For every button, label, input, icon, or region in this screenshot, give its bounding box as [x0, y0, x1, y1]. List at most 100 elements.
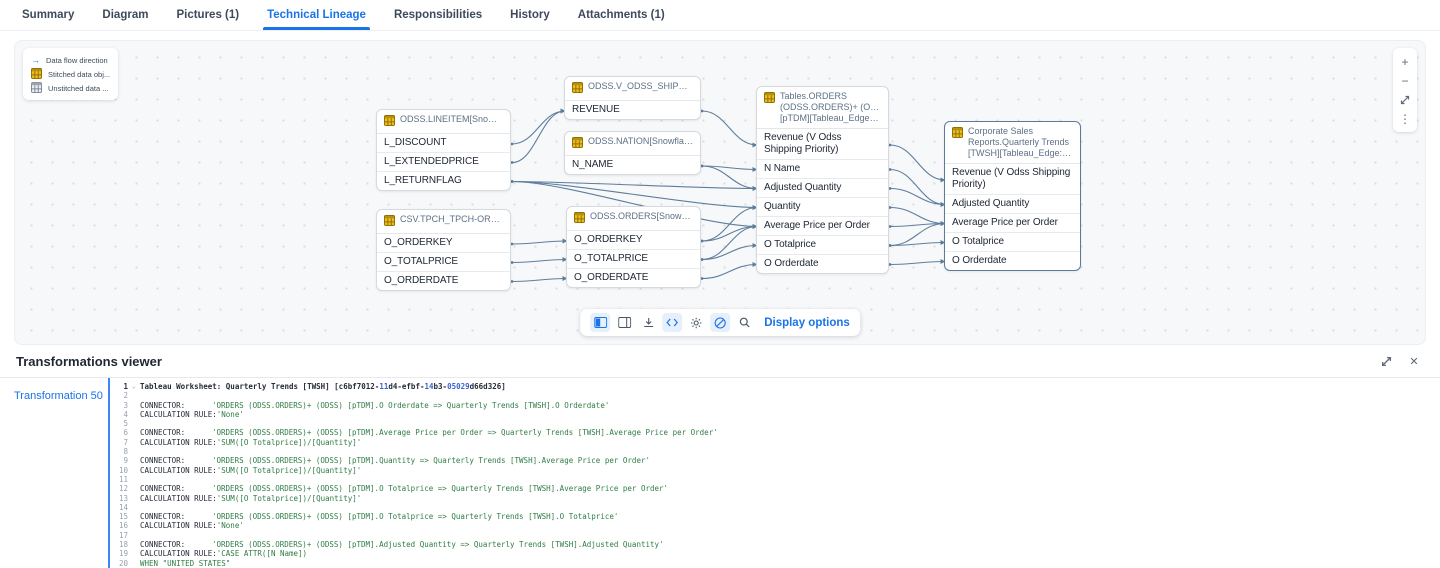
download-icon[interactable] — [638, 313, 658, 332]
panel-right-icon[interactable] — [614, 313, 634, 332]
stitched-table-icon — [574, 211, 585, 226]
node-title: CSV.TPCH_TPCH-ORDERS.C... — [400, 214, 503, 224]
display-options-button[interactable]: Display options — [764, 316, 850, 329]
stitched-table-icon — [31, 67, 42, 81]
code-line: 11 — [118, 474, 128, 484]
legend-stitched: Stitched data obj... — [31, 67, 110, 81]
stitched-table-icon — [384, 214, 395, 229]
legend-label: Stitched data obj... — [48, 69, 111, 79]
code-view-icon[interactable] — [662, 313, 683, 332]
legend-label: Unstitched data ... — [48, 83, 109, 93]
node-field[interactable]: L_DISCOUNT — [384, 137, 447, 148]
node-field[interactable]: L_EXTENDEDPRICE — [377, 152, 510, 171]
zoom-in-button[interactable]: + — [1401, 54, 1409, 69]
code-line: 8 — [123, 447, 128, 457]
expand-panel-icon[interactable] — [1376, 351, 1396, 371]
lineage-node-odss_orders[interactable]: ODSS.ORDERS[Snowflake_by... O_ORDERKEY O_T… — [566, 206, 701, 288]
transformation-list-item[interactable]: Transformation 50 — [14, 390, 103, 402]
tab-diagram[interactable]: Diagram — [102, 9, 149, 21]
node-field[interactable]: Revenue (V Odss Shipping Priority) — [952, 167, 1071, 190]
tab-attachments-1-[interactable]: Attachments (1) — [577, 9, 665, 21]
canvas-toolbar: Display options — [580, 309, 860, 336]
code-line: 1⌄Tableau Worksheet: Quarterly Trends [T… — [123, 382, 506, 391]
node-field[interactable]: Average Price per Order — [945, 213, 1080, 232]
code-line: 5 — [123, 419, 128, 429]
close-panel-icon[interactable]: ✕ — [1409, 355, 1419, 368]
node-field[interactable]: Average Price per Order — [757, 216, 888, 235]
node-field[interactable]: O_ORDERDATE — [377, 271, 510, 290]
tab-pictures-1-[interactable]: Pictures (1) — [176, 9, 240, 21]
node-field[interactable]: O_TOTALPRICE — [377, 252, 510, 271]
node-field[interactable]: O Orderdate — [757, 254, 888, 273]
lineage-legend: → Data flow direction Stitched data obj.… — [23, 48, 119, 100]
node-field[interactable]: O Totalprice — [757, 235, 888, 254]
stitched-table-icon — [952, 126, 963, 141]
node-title: ODSS.NATION[Snowflake_by_... — [588, 136, 693, 146]
tab-responsibilities[interactable]: Responsibilities — [393, 9, 483, 21]
node-field[interactable]: O_ORDERKEY — [574, 234, 643, 245]
transformations-sidebar: Transformation 50 — [0, 378, 108, 568]
lineage-node-lineitem[interactable]: ODSS.LINEITEM[Snowflake_b... L_DISCOUNT L_… — [376, 109, 511, 191]
node-field[interactable]: O_TOTALPRICE — [567, 249, 700, 268]
fit-to-screen-button[interactable] — [1393, 90, 1417, 109]
lineage-node-csv[interactable]: CSV.TPCH_TPCH-ORDERS.C... O_ORDERKEY O_TOT… — [376, 209, 511, 291]
transformations-title: Transformations viewer — [16, 353, 162, 369]
code-line: 2 — [123, 391, 128, 401]
node-field[interactable]: Adjusted Quantity — [945, 194, 1080, 213]
node-title: Tables.ORDERS(ODSS.ORDERS)+ (ODSS)[pTDM]… — [780, 91, 881, 123]
tab-summary[interactable]: Summary — [22, 9, 75, 21]
data-flow-arrow-icon: → — [31, 54, 40, 65]
zoom-out-button[interactable]: − — [1401, 73, 1409, 88]
tab-history[interactable]: History — [510, 9, 550, 21]
search-icon[interactable] — [734, 313, 754, 332]
fold-caret-icon[interactable]: ⌄ — [132, 383, 136, 390]
node-field[interactable]: REVENUE — [572, 104, 620, 115]
node-field[interactable]: Adjusted Quantity — [757, 178, 888, 197]
code-line: 14 — [118, 502, 128, 512]
compass-icon[interactable] — [710, 313, 731, 332]
node-field[interactable]: Quantity — [757, 197, 888, 216]
stitched-table-icon — [572, 136, 583, 151]
lineage-node-ptdm[interactable]: Tables.ORDERS(ODSS.ORDERS)+ (ODSS)[pTDM]… — [756, 86, 889, 274]
transformation-code-viewer: 1⌄Tableau Worksheet: Quarterly Trends [T… — [108, 378, 1440, 568]
node-field[interactable]: O Totalprice — [945, 232, 1080, 251]
tab-technical-lineage[interactable]: Technical Lineage — [263, 0, 370, 30]
node-field[interactable]: O_ORDERKEY — [384, 237, 453, 248]
lineage-node-nation[interactable]: ODSS.NATION[Snowflake_by_... N_NAME — [564, 131, 701, 175]
legend-unstitched: Unstitched data ... — [31, 81, 110, 95]
lineage-canvas[interactable]: ODSS.LINEITEM[Snowflake_b... L_DISCOUNT L_… — [14, 40, 1426, 345]
node-field[interactable]: Revenue (V Odss Shipping Priority) — [764, 132, 842, 155]
node-field[interactable]: N Name — [757, 159, 888, 178]
node-title: ODSS.LINEITEM[Snowflake_b... — [400, 114, 503, 124]
node-field[interactable]: L_RETURNFLAG — [377, 171, 510, 190]
settings-gear-icon[interactable] — [686, 313, 706, 332]
legend-label: Data flow direction — [46, 55, 108, 65]
transformations-panel: Transformations viewer ✕ Transformation … — [0, 345, 1440, 568]
stitched-table-icon — [764, 91, 775, 106]
code-line: 17 — [118, 530, 128, 540]
more-options-button[interactable]: ⋮ — [1399, 111, 1411, 126]
stitched-table-icon — [384, 114, 395, 129]
panel-left-icon[interactable] — [590, 313, 611, 332]
node-field[interactable]: O Orderdate — [945, 251, 1080, 270]
node-title: ODSS.ORDERS[Snowflake_by... — [590, 211, 693, 221]
tab-bar: Summary Diagram Pictures (1) Technical Line… — [0, 0, 1440, 31]
node-field[interactable]: N_NAME — [572, 159, 614, 170]
unstitched-table-icon — [31, 81, 42, 95]
lineage-node-v_odss[interactable]: ODSS.V_ODSS_SHIPPING_PRI...REVENUE — [564, 76, 701, 120]
node-field[interactable]: O_ORDERDATE — [567, 268, 700, 287]
